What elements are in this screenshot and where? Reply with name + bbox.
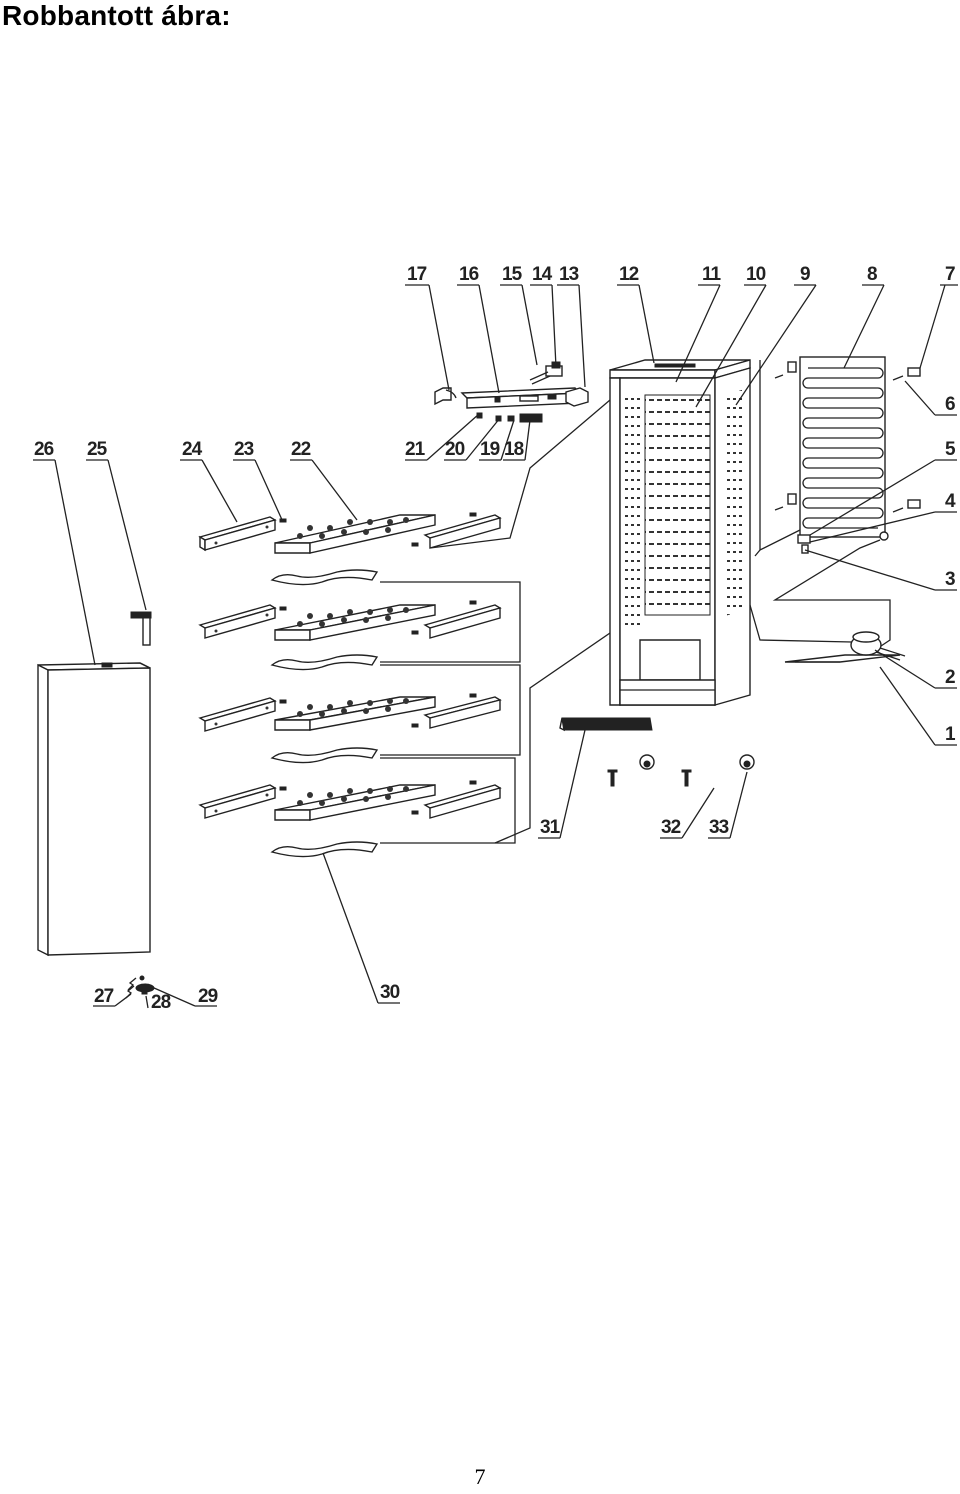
kick-plate-part	[559, 717, 653, 732]
cabinet-part	[609, 359, 751, 706]
callout-24: 24	[182, 439, 203, 460]
callout-28: 28	[151, 992, 171, 1013]
callout-9: 9	[800, 264, 810, 285]
callout-18: 18	[504, 439, 524, 460]
callout-23: 23	[234, 439, 254, 460]
callout-22: 22	[291, 439, 311, 460]
callout-11: 11	[702, 264, 722, 285]
callout-13: 13	[559, 264, 579, 285]
callout-29: 29	[198, 986, 218, 1007]
shelf-assemblies	[198, 512, 502, 858]
callout-32: 32	[661, 817, 681, 838]
callout-26: 26	[34, 439, 54, 460]
callout-5: 5	[945, 439, 956, 460]
callout-7: 7	[945, 264, 955, 285]
feet-parts	[607, 754, 755, 787]
hinge-pin-part	[130, 611, 152, 646]
callout-4: 4	[945, 491, 956, 512]
page-number: 7	[474, 1464, 486, 1489]
callout-6: 6	[945, 394, 955, 415]
callout-19: 19	[480, 439, 500, 460]
door-part	[37, 662, 151, 957]
callout-15: 15	[502, 264, 523, 285]
compressor-part	[784, 631, 906, 663]
leader-lines	[33, 284, 958, 1009]
callout-27: 27	[94, 986, 114, 1007]
callout-31: 31	[540, 817, 561, 838]
callout-2: 2	[945, 667, 955, 688]
callout-10: 10	[746, 264, 766, 285]
callout-33: 33	[709, 817, 729, 838]
control-panel-parts	[434, 361, 589, 423]
callout-25: 25	[87, 439, 108, 460]
callout-30: 30	[380, 982, 400, 1003]
callout-labels: 17 16 15 14 13 12 11 10 9 8 7 6 5 4 3 2 …	[34, 264, 957, 1013]
callout-17: 17	[407, 264, 427, 285]
callout-16: 16	[459, 264, 479, 285]
page-title: Robbantott ábra:	[2, 0, 231, 31]
callout-8: 8	[867, 264, 877, 285]
refrigerant-lines	[749, 360, 891, 651]
evaporator-coil-part	[774, 356, 921, 541]
callout-21: 21	[405, 439, 426, 460]
callout-3: 3	[945, 569, 955, 590]
callout-20: 20	[445, 439, 465, 460]
callout-12: 12	[619, 264, 639, 285]
callout-1: 1	[945, 724, 956, 745]
callout-14: 14	[532, 264, 553, 285]
